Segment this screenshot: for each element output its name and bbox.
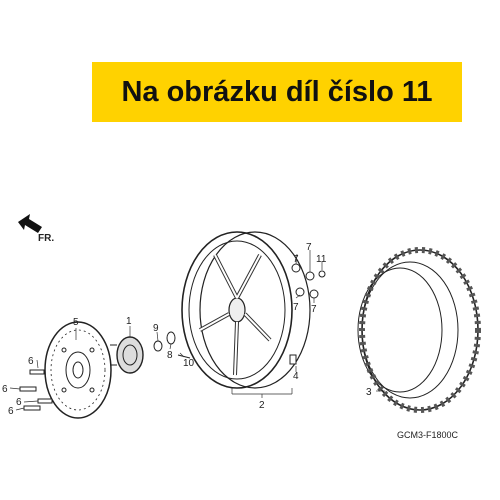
part-label: 8 [167, 350, 173, 361]
part-label: 6 [16, 397, 22, 408]
part-number-labels: 1 2 3 4 5 6 6 6 6 7 7 7 7 8 9 10 11 [2, 242, 372, 417]
wheel-rim [181, 231, 311, 389]
part-number-banner: Na obrázku díl číslo 11 [92, 62, 462, 122]
part-label: 2 [259, 400, 265, 411]
part-label: 3 [366, 387, 372, 398]
leader-lines [9, 250, 385, 411]
part-label: 6 [2, 384, 8, 395]
front-direction-label: FR. [38, 233, 54, 244]
part-label: 11 [316, 254, 327, 265]
part-label: 9 [153, 323, 159, 334]
wheel-hub [110, 336, 144, 374]
part-label: 10 [183, 358, 195, 369]
banner-text: Na obrázku díl číslo 11 [121, 75, 433, 108]
front-direction-arrow: FR. [18, 214, 54, 244]
part-label: 7 [311, 304, 317, 315]
part-label: 1 [126, 316, 132, 327]
part-label: 7 [306, 242, 312, 253]
part-label: 6 [8, 406, 14, 417]
brake-disc [44, 321, 112, 419]
part-label: 7 [293, 254, 299, 265]
wheel-nuts [289, 263, 326, 365]
part-label: 6 [28, 356, 34, 367]
part-label: 4 [293, 371, 299, 382]
part-label: 7 [293, 302, 299, 313]
disc-bolts [19, 369, 53, 411]
part-label: 5 [73, 317, 79, 328]
tire [357, 247, 481, 413]
diagram-code: GCM3-F1800C [397, 430, 459, 440]
